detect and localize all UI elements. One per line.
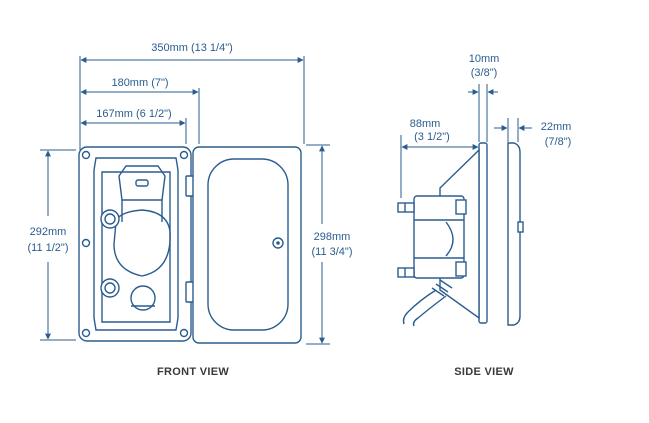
outlet-fitting (100, 278, 120, 298)
dim-label-10-in: (3/8") (471, 67, 498, 79)
lid-latch-side (517, 221, 524, 233)
dim-label-298-in: (11 3/4") (312, 246, 353, 258)
hose-inner (412, 295, 447, 327)
hose-ribs (431, 279, 453, 297)
front-view-caption: FRONT VIEW (157, 366, 229, 378)
screw-hole (81, 150, 91, 160)
outlet-fitting-inner (104, 282, 116, 294)
screw-hole (179, 328, 189, 338)
valve-curve (445, 221, 454, 257)
side-view-caption: SIDE VIEW (454, 366, 514, 378)
housing-base (78, 146, 192, 342)
dim-label-88-mm: 88mm (410, 118, 441, 130)
dim-label-292-in: (11 1/2") (28, 242, 69, 254)
lid (192, 146, 302, 344)
lid-latch (272, 237, 284, 249)
shower-head (130, 285, 156, 311)
inner-recess (101, 171, 171, 323)
dim-label-88-in: (3 1/2") (414, 131, 450, 143)
side-view: 10mm (3/8") 88mm (3 1/2") 22mm (7/8") (397, 53, 572, 378)
dim-label-10-mm: 10mm (469, 53, 500, 65)
fitting-bottom (397, 267, 415, 278)
hood-slot (135, 179, 149, 187)
mounting-flange (478, 142, 488, 324)
dim-label-292-mm: 292mm (30, 226, 67, 238)
valve-knob-bottom (455, 261, 467, 277)
front-view: 350mm (13 1/4") 180mm (7") 167mm (6 1/2"… (28, 40, 353, 378)
dim-label-22-mm: 22mm (541, 121, 572, 133)
lid-latch-center (276, 241, 280, 245)
lid-panel (207, 158, 289, 331)
hose-outer (402, 289, 437, 325)
dim-label-298-mm: 298mm (314, 231, 351, 243)
dim-label-180: 180mm (7") (111, 77, 168, 89)
hose-reel (113, 209, 171, 277)
screw-hole (179, 150, 189, 160)
dim-label-167: 167mm (6 1/2") (96, 108, 171, 120)
dim-label-22-in: (7/8") (545, 136, 572, 148)
screw-hole (81, 238, 91, 248)
inlet-fitting (100, 209, 120, 229)
screw-hole (81, 328, 91, 338)
dim-label-350: 350mm (13 1/4") (151, 42, 233, 54)
inlet-fitting-inner (104, 213, 116, 225)
lid-side (507, 142, 521, 326)
fitting-top (397, 202, 415, 213)
valve-knob-top (455, 199, 467, 215)
inner-cavity (93, 157, 179, 331)
